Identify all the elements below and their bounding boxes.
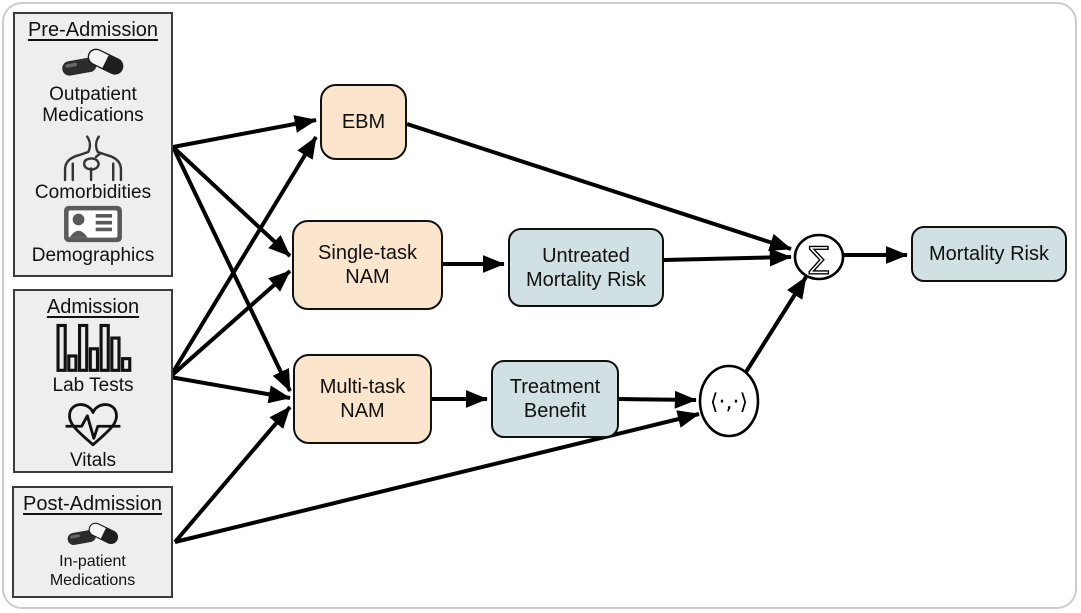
multi-task-nam-node: Multi-task NAM [293,354,432,444]
heartbeat-icon [57,396,129,450]
edge-admission-to-ebm [168,135,318,379]
pre-admission-group: Pre-Admission Outpatient Medications [13,12,173,277]
bar-chart-icon [53,319,133,375]
edge-admission-to-single-task-nam [168,269,292,379]
edge-inner-product-to-sum [744,275,808,374]
edge-pre-admission-to-ebm [172,115,317,149]
edge-pre-admission-to-single-task-nam [171,145,292,258]
torso-icon [58,126,128,182]
edge-admission-to-multi-task-nam [169,375,291,404]
group-title: Admission [46,296,140,318]
edge-untreated-mortality-risk-to-sum [663,248,792,267]
group-title: Pre-Admission [27,19,159,41]
mortality-risk-node: Mortality Risk [911,226,1067,282]
inner-product-node [698,364,760,438]
edge-post-admission-to-multi-task-nam [173,405,292,544]
group-title: Post-Admission [23,493,162,515]
feature-label: Demographics [31,245,155,266]
feature-label: Lab Tests [52,375,134,396]
operators-group: ∑ ⟨·,·⟩ [698,233,845,438]
edge-post-admission-to-inner-product [174,410,700,544]
edges-group [168,115,908,544]
post-admission-group: Post-Admission In-patient Medications [12,486,173,598]
sum-node [793,233,845,281]
ebm-node: EBM [320,84,407,160]
pills-icon [60,42,126,84]
feature-label: Comorbidities [34,182,152,203]
edge-pre-admission-to-multi-task-nam [171,146,292,392]
feature-label: In-patient Medications [49,553,136,589]
untreated-mortality-risk-node: Untreated Mortality Risk [508,228,664,307]
id-card-icon [62,203,124,245]
treatment-benefit-node: Treatment Benefit [491,360,619,438]
feature-label: Vitals [69,450,117,471]
inner-product-symbol: ⟨·,·⟩ [710,390,748,415]
feature-label: Outpatient Medications [42,84,144,126]
admission-group: Admission Lab Tests Vitals [13,289,173,473]
edge-ebm-to-sum [406,122,792,251]
pills-icon [65,516,121,552]
sum-symbol: ∑ [809,241,829,276]
single-task-nam-node: Single-task NAM [292,220,443,310]
edge-treatment-benefit-to-inner-product [618,390,697,409]
